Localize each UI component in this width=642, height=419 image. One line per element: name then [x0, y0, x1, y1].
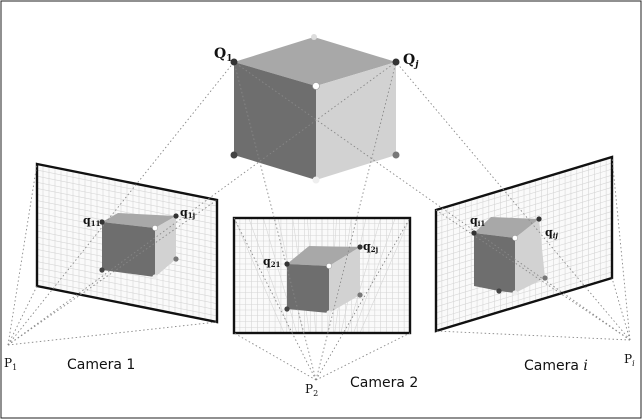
grid-line [37, 279, 217, 317]
camera-i-projected-cube [474, 217, 545, 293]
grid-line [436, 168, 612, 223]
world-cube [234, 37, 396, 180]
ray-p2-q1 [233, 61, 317, 381]
cube-right-face [316, 62, 396, 180]
label-q21: q21 [263, 255, 281, 269]
ray-p2-qj [315, 61, 397, 381]
ray-pi-frame [611, 277, 631, 341]
grid-line [37, 188, 217, 225]
label-camera-i: Camera i [524, 358, 588, 374]
grid-line [37, 182, 217, 219]
grid-line [37, 255, 217, 292]
grid-line [37, 273, 217, 311]
ray-p1-frame [7, 163, 38, 346]
vertex-qj [392, 58, 400, 66]
grid-line [436, 174, 612, 229]
grid-line [37, 194, 217, 231]
grid-line [263, 218, 323, 333]
vertex-q1 [230, 58, 238, 66]
label-Qj: Qj [403, 52, 419, 70]
grid-line [292, 218, 323, 333]
grid-line [436, 265, 612, 320]
ray-pi-frame [435, 209, 631, 341]
ray-p1-frame [7, 285, 38, 346]
ray-p1-frame [7, 321, 218, 346]
camera-2-frame [232, 216, 412, 335]
ray-p1-q1 [7, 61, 235, 346]
grid-line [234, 218, 323, 333]
grid-line [321, 218, 396, 333]
grid-line [321, 218, 410, 333]
label-P1: P1 [4, 356, 17, 372]
camera-1-projected-cube [102, 213, 176, 277]
label-qi1: qi1 [470, 214, 485, 228]
grid-line [436, 180, 612, 235]
grid-line [37, 175, 217, 213]
label-q1j: q1j [180, 206, 195, 220]
camera-2-projected-cube [287, 246, 360, 313]
ray-pi-q1 [233, 61, 631, 341]
grid-line [436, 271, 612, 326]
grid-line [37, 267, 217, 304]
camera-1-frame [35, 162, 219, 324]
cube-left-face [234, 62, 316, 180]
ray-pi-frame [435, 330, 631, 341]
grid-line [37, 169, 217, 207]
grid-line [37, 261, 217, 298]
ray-p2-frame [233, 332, 317, 381]
label-q11: q11 [83, 214, 101, 228]
label-Q1: Q1 [214, 46, 232, 64]
ray-pi-frame [611, 156, 631, 341]
cube-top-face [234, 37, 396, 86]
grid-line [277, 218, 323, 333]
label-q2j: q2j [363, 240, 378, 254]
ray-pi-qj [395, 61, 631, 341]
ray-p2-frame [315, 332, 411, 381]
ray-p2-frame [315, 217, 411, 381]
label-qij: qij [545, 226, 558, 240]
grid-line [436, 162, 612, 217]
grid-line [321, 218, 381, 333]
vertex-markers [99, 34, 548, 316]
projection-rays [7, 61, 631, 381]
label-camera-2: Camera 2 [350, 375, 418, 391]
label-P2: P2 [305, 382, 318, 398]
label-Pi: Pi [624, 352, 635, 368]
label-camera-1: Camera 1 [67, 357, 135, 373]
ray-p1-qj [7, 61, 397, 346]
